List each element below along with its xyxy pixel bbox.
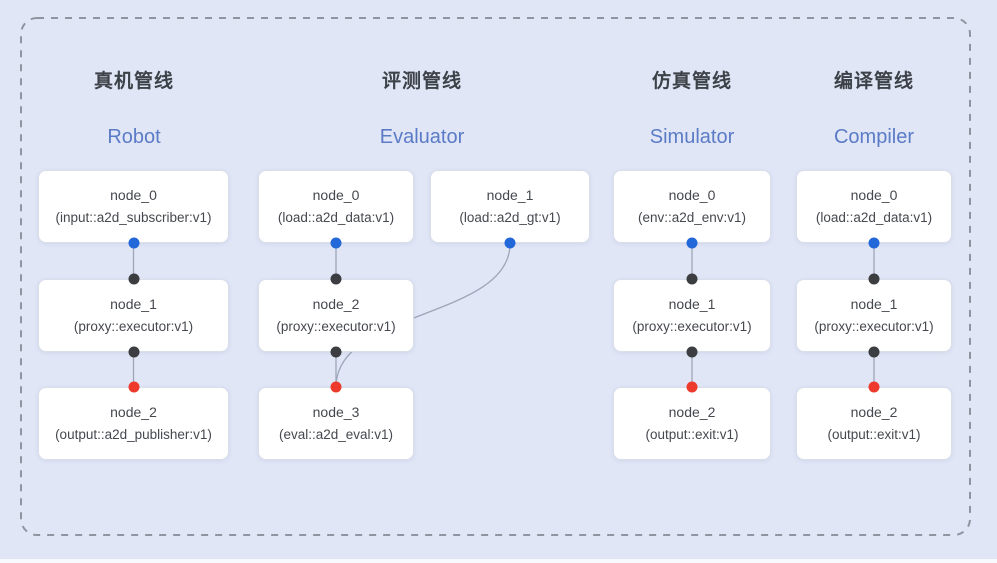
robot-node_1-box: node_1(proxy::executor:v1) bbox=[38, 279, 229, 352]
robot-input-port-dot bbox=[128, 273, 139, 285]
node-name-label: node_0 bbox=[110, 187, 157, 203]
node-type-label: (env::a2d_env:v1) bbox=[637, 210, 747, 225]
compiler-output-port-dot bbox=[868, 346, 880, 358]
simulator-input-port-dot bbox=[686, 273, 698, 285]
node-type-label: (proxy::executor:v1) bbox=[632, 319, 752, 334]
node-name-label: node_1 bbox=[110, 296, 157, 312]
evaluator-input-port-dot bbox=[330, 273, 342, 285]
node-name-label: node_1 bbox=[850, 296, 898, 312]
node-type-label: (output::exit:v1) bbox=[645, 427, 739, 442]
robot-chinese-title: 真机管线 bbox=[93, 71, 175, 92]
node-type-label: (input::a2d_subscriber:v1) bbox=[55, 210, 212, 225]
compiler-sink-port-dot bbox=[868, 381, 880, 393]
node-name-label: node_0 bbox=[850, 187, 898, 203]
node-type-label: (load::a2d_data:v1) bbox=[815, 210, 933, 225]
simulator-source-port-dot bbox=[686, 237, 698, 249]
node-name-label: node_2 bbox=[312, 296, 360, 312]
simulator-node_1-box: node_1(proxy::executor:v1) bbox=[613, 279, 771, 352]
robot-sink-port-dot bbox=[128, 381, 139, 393]
node-type-label: (proxy::executor:v1) bbox=[276, 319, 396, 334]
node-type-label: (proxy::executor:v1) bbox=[814, 319, 934, 334]
node-type-label: (output::exit:v1) bbox=[827, 427, 921, 442]
node-name-label: node_1 bbox=[486, 187, 534, 203]
evaluator-english-title: Evaluator bbox=[379, 126, 465, 148]
simulator-sink-port-dot bbox=[686, 381, 698, 393]
node-name-label: node_2 bbox=[110, 404, 157, 420]
node-type-label: (proxy::executor:v1) bbox=[73, 319, 194, 334]
node-name-label: node_0 bbox=[312, 187, 360, 203]
evaluator-chinese-title: 评测管线 bbox=[381, 71, 463, 92]
node-type-label: (eval::a2d_eval:v1) bbox=[278, 427, 394, 442]
robot-english-title: Robot bbox=[107, 126, 161, 148]
evaluator-node_1-box: node_1(load::a2d_gt:v1) bbox=[430, 170, 590, 243]
node-name-label: node_0 bbox=[668, 187, 716, 203]
bottom-edge-strip bbox=[0, 559, 997, 563]
compiler-source-port-dot bbox=[868, 237, 880, 249]
node-name-label: node_3 bbox=[312, 404, 360, 420]
compiler-english-title: Compiler bbox=[833, 126, 915, 148]
evaluator-node_2-box: node_2(proxy::executor:v1) bbox=[258, 279, 414, 352]
evaluator-node_0-box: node_0(load::a2d_data:v1) bbox=[258, 170, 414, 243]
evaluator-source-port-dot bbox=[330, 237, 342, 249]
robot-output-port-dot bbox=[128, 346, 139, 358]
simulator-english-title: Simulator bbox=[649, 126, 735, 148]
evaluator-gt-source-port-dot bbox=[504, 237, 516, 249]
node-type-label: (output::a2d_publisher:v1) bbox=[55, 427, 212, 442]
node-name-label: node_1 bbox=[668, 296, 716, 312]
simulator-output-port-dot bbox=[686, 346, 698, 358]
compiler-chinese-title: 编译管线 bbox=[833, 71, 915, 92]
gt-to-eval-curve bbox=[335, 244, 511, 386]
evaluator-output-port-dot bbox=[330, 346, 342, 358]
robot-node_2-box: node_2(output::a2d_publisher:v1) bbox=[38, 387, 229, 460]
dashed-border-frame bbox=[20, 17, 971, 536]
simulator-node_2-box: node_2(output::exit:v1) bbox=[613, 387, 771, 460]
simulator-chinese-title: 仿真管线 bbox=[651, 71, 733, 92]
node-name-label: node_2 bbox=[850, 404, 898, 420]
robot-node_0-box: node_0(input::a2d_subscriber:v1) bbox=[38, 170, 229, 243]
node-type-label: (load::a2d_data:v1) bbox=[277, 210, 395, 225]
evaluator-sink-port-dot bbox=[330, 381, 342, 393]
node-name-label: node_2 bbox=[668, 404, 716, 420]
evaluator-node_3-box: node_3(eval::a2d_eval:v1) bbox=[258, 387, 414, 460]
node-type-label: (load::a2d_gt:v1) bbox=[459, 210, 561, 225]
compiler-input-port-dot bbox=[868, 273, 880, 285]
robot-source-port-dot bbox=[128, 237, 139, 249]
compiler-node_1-box: node_1(proxy::executor:v1) bbox=[796, 279, 952, 352]
simulator-node_0-box: node_0(env::a2d_env:v1) bbox=[613, 170, 771, 243]
compiler-node_0-box: node_0(load::a2d_data:v1) bbox=[796, 170, 952, 243]
compiler-node_2-box: node_2(output::exit:v1) bbox=[796, 387, 952, 460]
